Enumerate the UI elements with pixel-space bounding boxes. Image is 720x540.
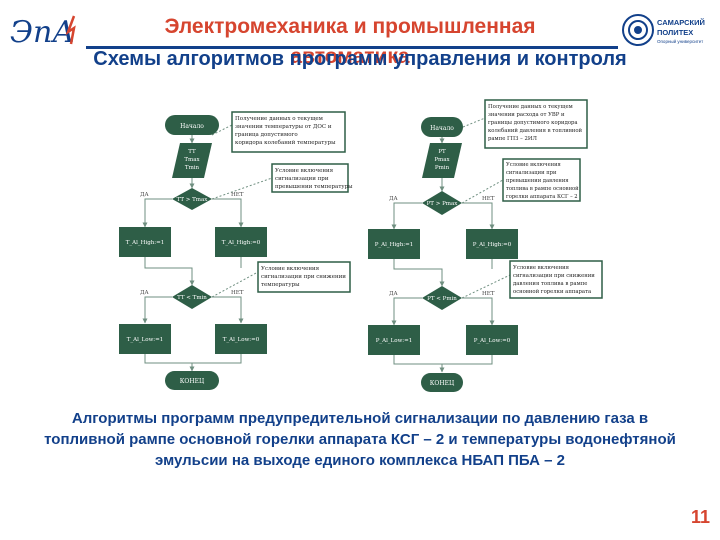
right-note-input-line-3: границы допустимого коридора — [488, 120, 578, 126]
right-note-d1-line-5: горелки аппарата КСГ – 2 — [506, 194, 578, 200]
left-no-2: НЕТ — [231, 290, 244, 296]
left-yes-1: ДА — [140, 192, 149, 198]
left-note-d2-line-1: Условие включения — [261, 266, 320, 272]
polytech-emblem-icon — [622, 14, 654, 46]
right-note-input-line-1: Получение данных о текущем — [488, 104, 573, 110]
flowchart-left: Начало TT Tmax Tmin Получение данных о т… — [119, 111, 353, 390]
right-input-line-3: Pmin — [435, 165, 450, 171]
left-note-d1-line-1: Условие включения — [275, 168, 334, 174]
logo-line-2: ПОЛИТЕХ — [657, 28, 693, 37]
right-note-d1-line-2: сигнализации при — [506, 170, 557, 176]
left-end-terminator — [165, 371, 219, 390]
left-box-low-0-label: T_Al_Low:=0 — [223, 337, 260, 343]
left-note-input-line-1: Получение данных о текущем — [235, 116, 324, 122]
right-note-decision-2 — [509, 260, 603, 299]
right-decision-1-label: PT > Pmax — [427, 201, 459, 207]
header-divider — [86, 46, 618, 49]
right-start-label: Начало — [430, 125, 454, 132]
left-decision-1-label: TT > Tmax — [177, 197, 209, 203]
left-box-high-1-label: T_Al_High:=1 — [126, 240, 164, 246]
left-start-label: Начало — [180, 123, 204, 130]
right-box-high-1-label: P_Al_High:=1 — [375, 242, 414, 248]
left-yes-2: ДА — [140, 290, 149, 296]
slide-subtitle: Схемы алгоритмов программ управления и к… — [93, 48, 627, 70]
left-note-d2-line-3: температуры — [261, 282, 300, 288]
right-note-input-line-5: рампе ГПЗ – 2ИЛ — [488, 136, 537, 142]
right-note-d1-line-3: превышении давления — [506, 178, 569, 184]
page-title: Электромеханика и промышленная автоматик… — [164, 15, 536, 68]
right-input-line-1: PT — [438, 149, 446, 155]
right-note-input-line-4: колебаний давления в топливной — [488, 127, 583, 134]
left-note-decision-1 — [271, 163, 349, 193]
left-input-line-1: TT — [188, 149, 196, 155]
page-number: 11 — [690, 507, 710, 527]
right-box-low-1-label: P_Al_Low:=1 — [376, 338, 413, 344]
left-note-input-line-4: коридора колебаний температуры — [235, 139, 336, 146]
logo-line-3: Опорный университет — [657, 38, 703, 44]
right-box-low-0 — [466, 325, 518, 355]
right-end-label: КОНЕЦ — [430, 380, 455, 387]
right-note-decision-1 — [502, 158, 581, 202]
right-decision-2-label: PT < Pmin — [427, 296, 457, 302]
right-no-1: НЕТ — [482, 196, 495, 202]
left-note-decision-2 — [257, 261, 351, 293]
epa-logo: ЭпА — [10, 15, 76, 50]
left-end-label: КОНЕЦ — [180, 378, 205, 385]
logo-line-1: САМАРСКИЙ — [657, 18, 705, 27]
left-note-input-line-3: граница допустимого — [235, 132, 298, 138]
right-note-d1-line-1: Условие включения — [506, 162, 561, 168]
left-box-high-0 — [215, 227, 267, 257]
left-decision-1 — [172, 188, 212, 210]
right-note-d2-line-3: давления топлива в рампе — [513, 281, 587, 287]
right-box-high-1 — [368, 229, 420, 259]
right-box-high-0 — [466, 229, 518, 259]
left-box-low-0 — [215, 324, 267, 354]
right-box-high-0-label: P_Al_High:=0 — [473, 242, 512, 248]
left-input-line-2: Tmax — [184, 157, 200, 163]
left-decision-2-label: TT < Tmin — [177, 295, 207, 301]
left-decision-2 — [172, 285, 212, 309]
left-input-line-3: Tmin — [185, 165, 200, 171]
left-note-input-line-2: значении температуры от ДОС и — [235, 124, 332, 130]
right-end-terminator — [421, 373, 463, 392]
left-no-1: НЕТ — [231, 192, 244, 198]
flowchart-right: Начало PT Pmax Pmin Получение данных о т… — [368, 99, 603, 392]
right-decision-2 — [422, 286, 462, 310]
right-note-input-line-2: значении расхода от УВР и — [488, 112, 565, 118]
left-box-high-0-label: T_Al_High:=0 — [222, 240, 261, 246]
right-box-low-0-label: P_Al_Low:=0 — [474, 338, 511, 344]
right-note-d2-line-2: сигнализации при снижении — [513, 273, 595, 279]
left-note-input — [231, 111, 346, 153]
left-note-d1-line-3: превышении температуры — [275, 184, 353, 190]
right-note-input — [484, 99, 588, 149]
left-box-low-1 — [119, 324, 171, 354]
right-yes-1: ДА — [389, 196, 398, 202]
left-box-low-1-label: T_Al_Low:=1 — [127, 337, 164, 343]
left-note-d2-line-2: сигнализации при снижении — [261, 274, 346, 280]
right-note-d2-line-4: основной горелки аппарата — [513, 289, 592, 295]
right-input-block — [422, 143, 462, 178]
right-note-d1-line-4: топлива в рампе основной — [506, 186, 579, 192]
right-start-terminator — [421, 117, 463, 137]
left-input-block — [172, 143, 212, 178]
right-box-low-1 — [368, 325, 420, 355]
right-no-2: НЕТ — [482, 291, 495, 297]
samara-polytech-logo: САМАРСКИЙ ПОЛИТЕХ Опорный университет — [622, 14, 705, 46]
diagram-caption: Алгоритмы программ предупредительной сиг… — [44, 410, 676, 469]
logo-text: ЭпА — [10, 15, 75, 50]
left-start-terminator — [165, 115, 219, 135]
right-decision-1 — [422, 191, 462, 215]
left-box-high-1 — [119, 227, 171, 257]
right-input-line-2: Pmax — [434, 157, 450, 163]
right-yes-2: ДА — [389, 291, 398, 297]
left-note-d1-line-2: сигнализации при — [275, 176, 329, 182]
right-note-d2-line-1: Условие включения — [513, 265, 570, 271]
